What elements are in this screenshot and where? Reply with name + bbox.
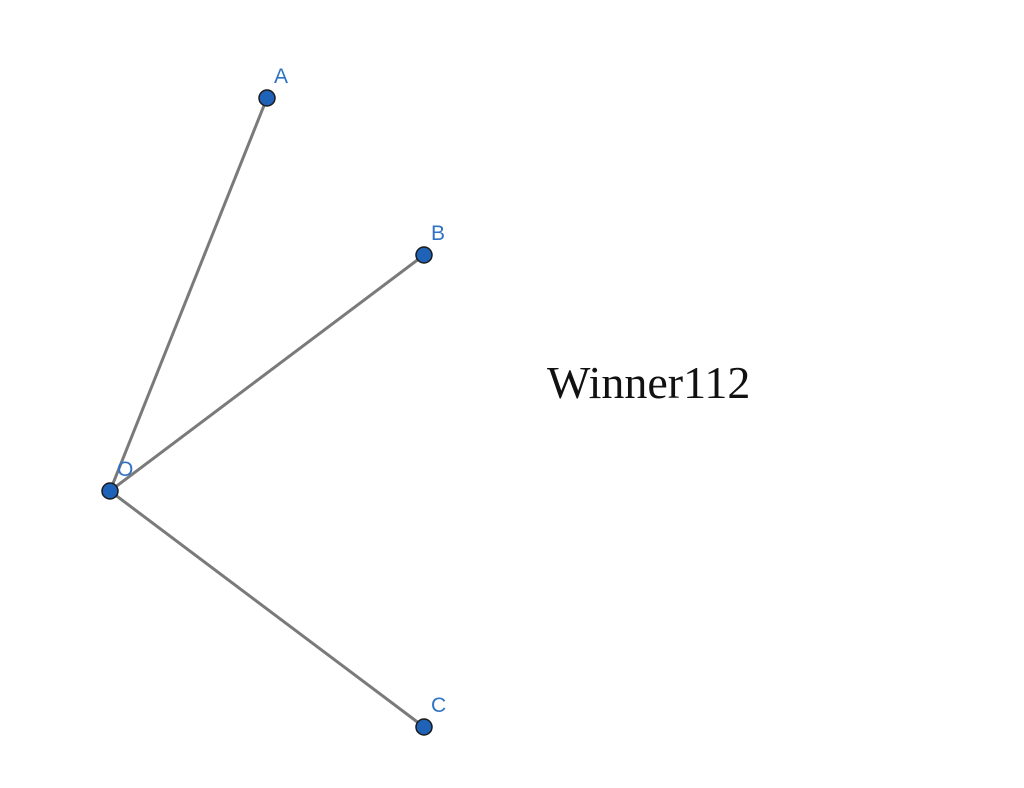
point-label-a: A <box>274 65 288 88</box>
point-label-c: C <box>431 694 446 717</box>
point-label-o: O <box>117 458 133 481</box>
segment-oa <box>108 96 269 493</box>
point-label-b: B <box>431 222 445 245</box>
segment-oc <box>108 489 426 729</box>
point-a[interactable] <box>258 89 276 107</box>
segment-ob <box>108 253 426 493</box>
point-c[interactable] <box>415 718 433 736</box>
watermark-text: Winner112 <box>547 357 750 408</box>
point-b[interactable] <box>415 246 433 264</box>
point-o[interactable] <box>101 482 119 500</box>
